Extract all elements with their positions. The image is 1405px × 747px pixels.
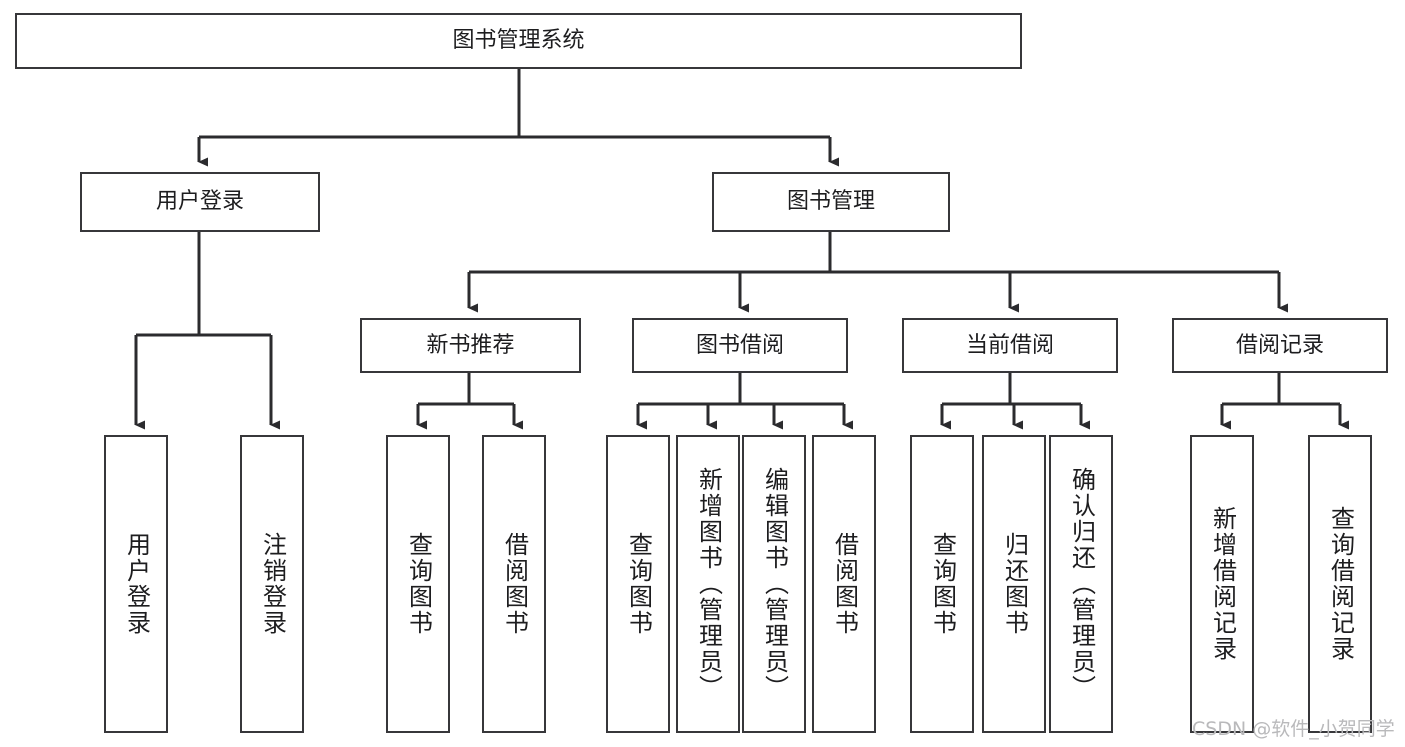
node-label: 用户登录 [155, 189, 244, 214]
node-label: 当前借阅 [965, 332, 1054, 358]
node-leaf-user-login[interactable]: 用户登录 [104, 435, 168, 733]
node-label: 查询图书 [404, 532, 433, 636]
node-label: 查询借阅记录 [1326, 506, 1355, 662]
node-label: 借阅记录 [1235, 332, 1324, 358]
node-leaf-query-borrow-record[interactable]: 查询借阅记录 [1308, 435, 1372, 733]
node-label: 注销登录 [258, 532, 287, 636]
node-label: 查询图书 [928, 532, 957, 636]
node-label: 新增借阅记录 [1208, 506, 1237, 662]
node-leaf-borrow-book[interactable]: 借阅图书 [812, 435, 876, 733]
node-label: 确认归还（管理员） [1067, 467, 1096, 701]
node-leaf-query-book-rec[interactable]: 查询图书 [386, 435, 450, 733]
node-label: 图书管理系统 [452, 28, 585, 53]
node-label: 新书推荐 [426, 332, 515, 358]
node-new-book-recommendation[interactable]: 新书推荐 [360, 318, 581, 373]
node-leaf-confirm-return-admin[interactable]: 确认归还（管理员） [1049, 435, 1113, 733]
node-label: 借阅图书 [830, 532, 859, 636]
node-user-login[interactable]: 用户登录 [80, 172, 320, 232]
node-book-management-system[interactable]: 图书管理系统 [15, 13, 1022, 69]
node-leaf-add-book-admin[interactable]: 新增图书（管理员） [676, 435, 740, 733]
node-label: 用户登录 [122, 532, 151, 636]
node-leaf-query-book-borrow[interactable]: 查询图书 [606, 435, 670, 733]
node-label: 归还图书 [1000, 532, 1029, 636]
node-label: 借阅图书 [500, 532, 529, 636]
node-borrowing-record[interactable]: 借阅记录 [1172, 318, 1388, 373]
node-label: 图书借阅 [695, 332, 784, 358]
node-leaf-edit-book-admin[interactable]: 编辑图书（管理员） [742, 435, 806, 733]
node-label: 编辑图书（管理员） [760, 467, 789, 701]
node-current-borrowing[interactable]: 当前借阅 [902, 318, 1118, 373]
node-leaf-return-book[interactable]: 归还图书 [982, 435, 1046, 733]
node-leaf-borrow-book-rec[interactable]: 借阅图书 [482, 435, 546, 733]
node-leaf-add-borrow-record[interactable]: 新增借阅记录 [1190, 435, 1254, 733]
node-book-borrowing[interactable]: 图书借阅 [632, 318, 848, 373]
node-label: 查询图书 [624, 532, 653, 636]
node-leaf-query-book-current[interactable]: 查询图书 [910, 435, 974, 733]
node-label: 新增图书（管理员） [694, 467, 723, 701]
csdn-watermark: CSDN @软件_小贺同学 [1192, 718, 1395, 740]
node-leaf-logout[interactable]: 注销登录 [240, 435, 304, 733]
node-label: 图书管理 [786, 189, 875, 214]
node-book-management[interactable]: 图书管理 [712, 172, 950, 232]
